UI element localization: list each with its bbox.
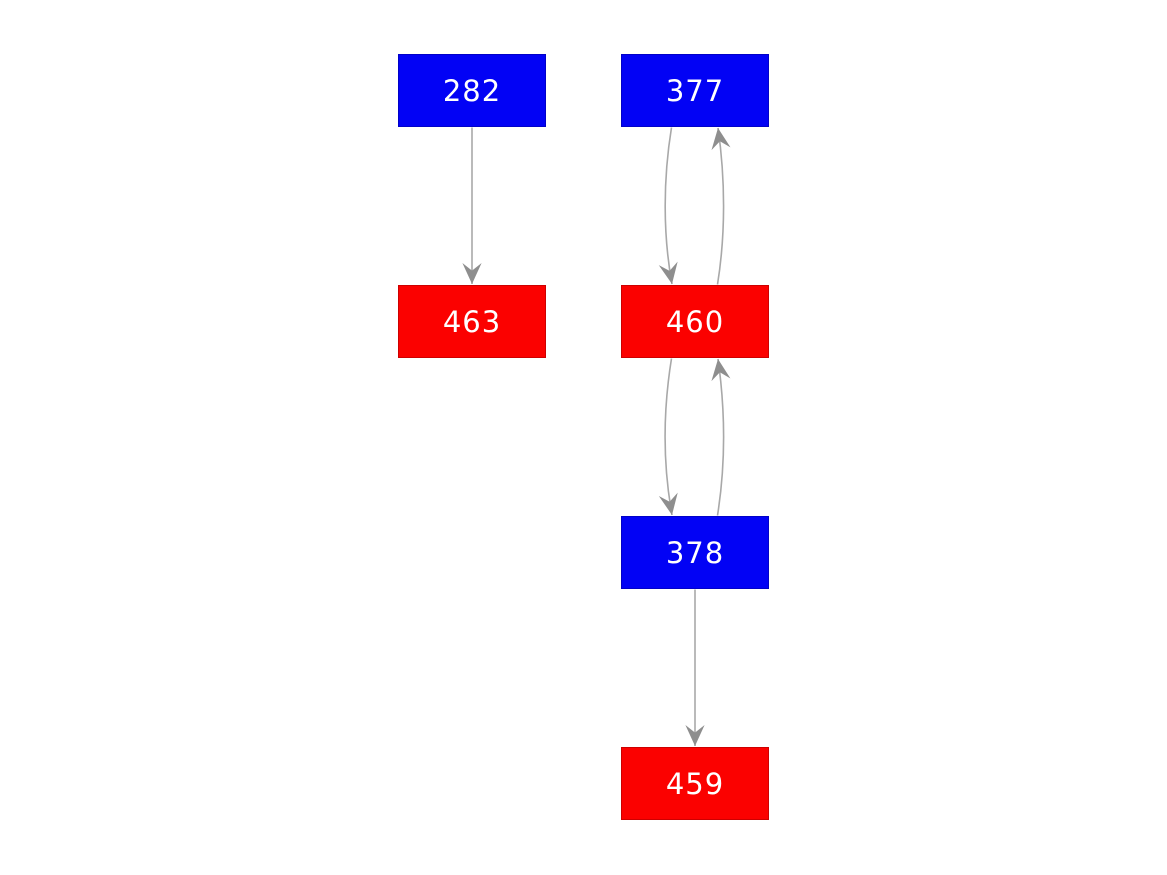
edge-378-to-460	[711, 358, 731, 516]
edge-460-to-377	[711, 127, 731, 285]
node-378[interactable]: 378	[621, 516, 769, 589]
edge-460-to-378	[658, 358, 678, 516]
node-460[interactable]: 460	[621, 285, 769, 358]
edge-377-to-460	[658, 127, 678, 285]
node-377[interactable]: 377	[621, 54, 769, 127]
node-282[interactable]: 282	[398, 54, 546, 127]
node-459[interactable]: 459	[621, 747, 769, 820]
node-463[interactable]: 463	[398, 285, 546, 358]
